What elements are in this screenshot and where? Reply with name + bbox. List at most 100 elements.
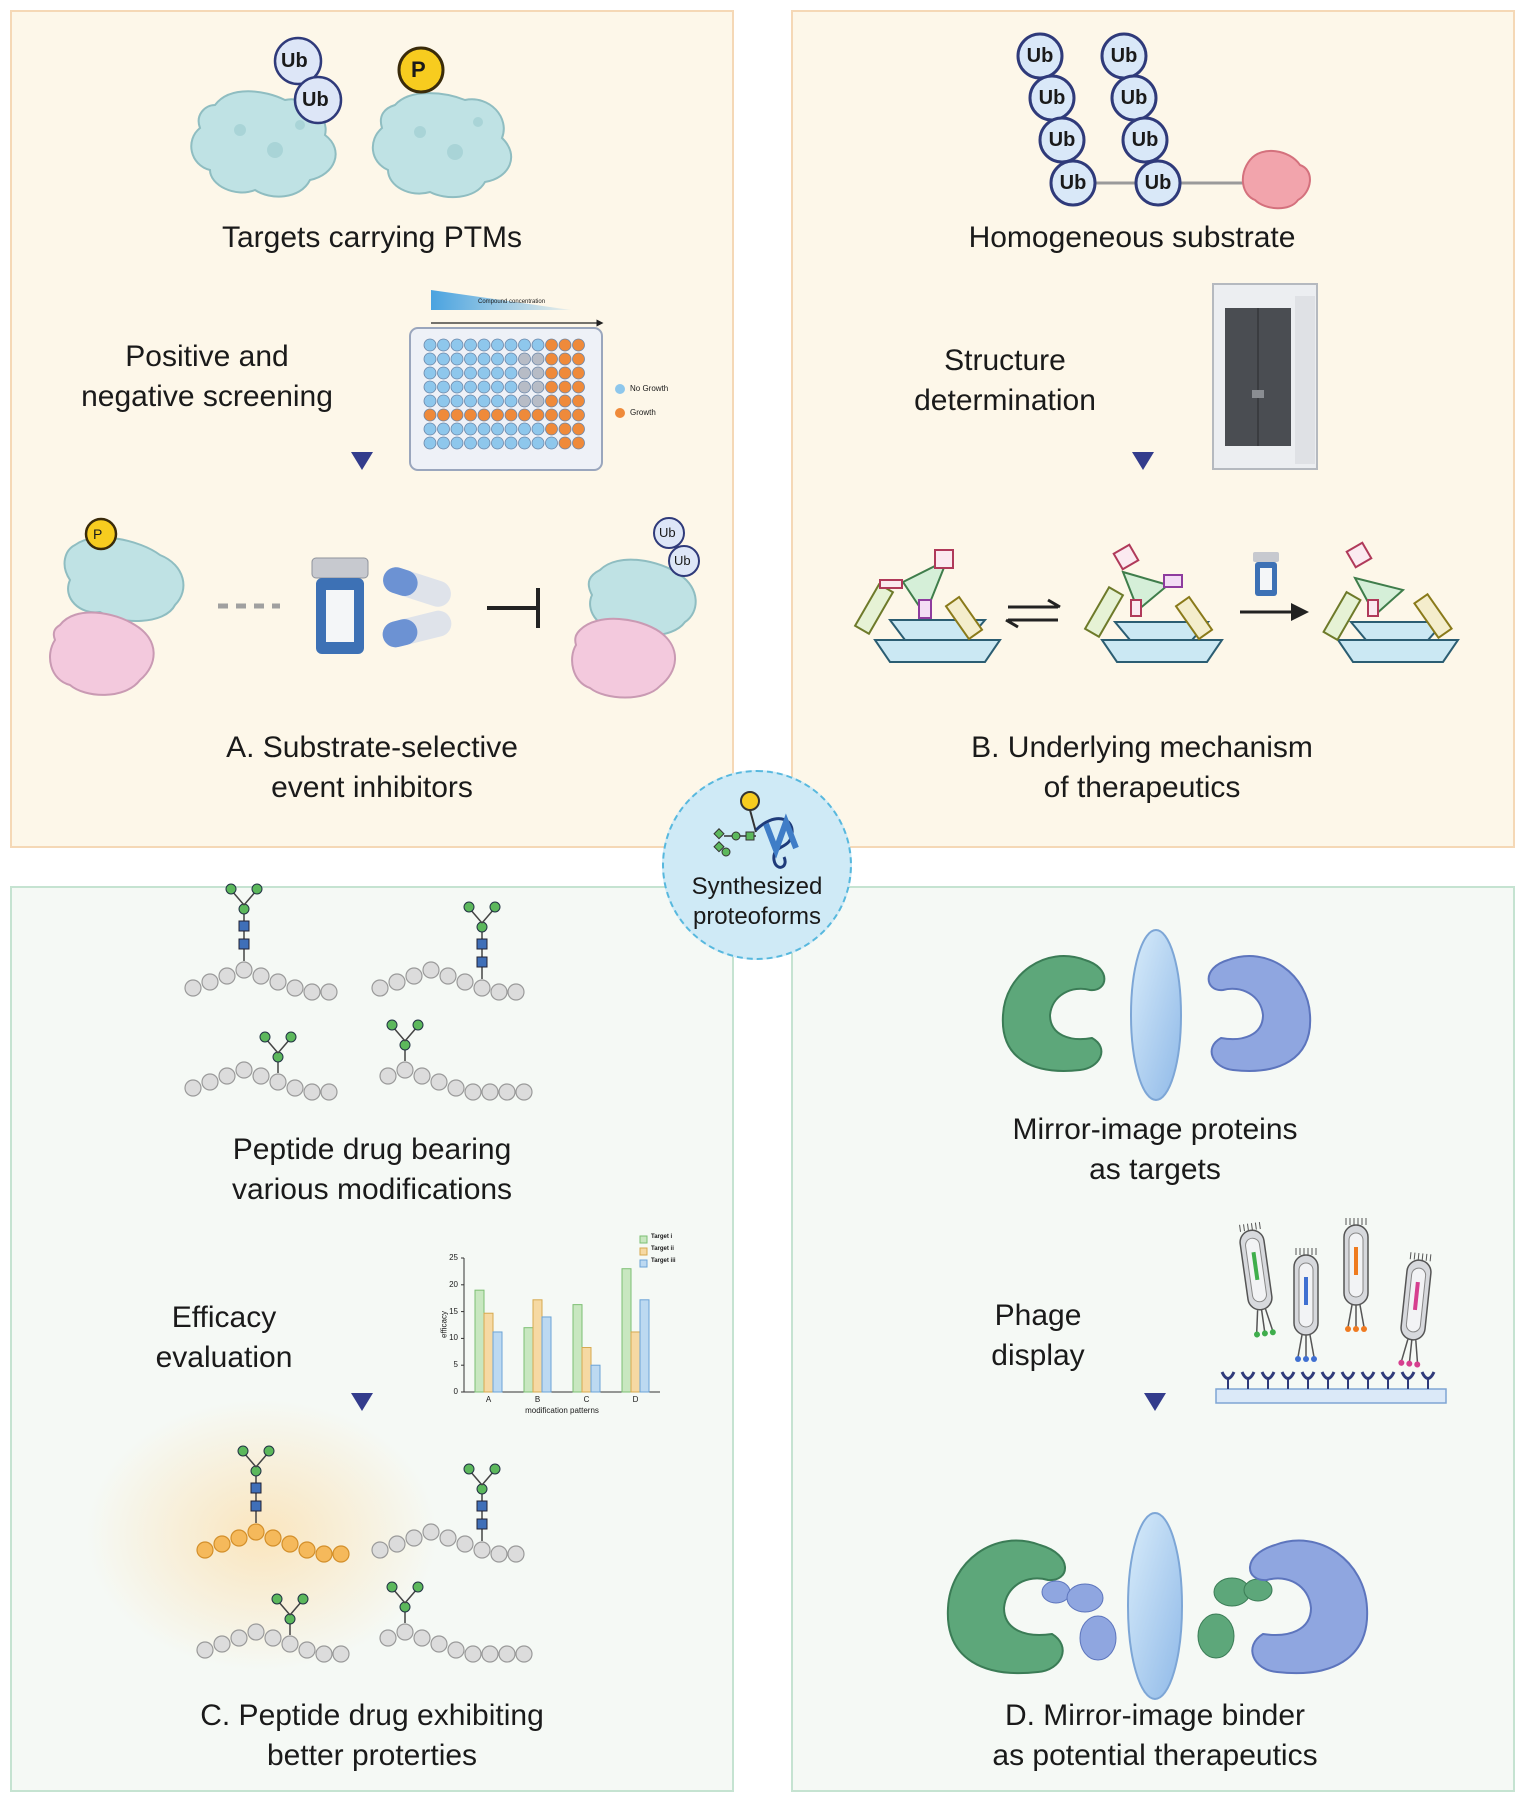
plate-well — [491, 380, 504, 394]
mannose-node — [285, 1031, 297, 1043]
amino-acid — [196, 1541, 214, 1559]
label-structure-line1: Structure — [944, 344, 1066, 377]
mannose-node — [297, 1593, 309, 1605]
mannose-node — [463, 1463, 475, 1475]
phospho-label-small: P — [93, 526, 103, 542]
plate-well — [464, 380, 477, 394]
panel-a-title-line1: A. Substrate-selective — [226, 731, 518, 764]
protein-phosphorylated — [372, 92, 513, 199]
plate-well — [531, 338, 545, 352]
amino-acid — [371, 979, 389, 997]
plate-well — [545, 422, 558, 436]
drug-vial-icon — [1253, 552, 1279, 596]
plate-well — [518, 352, 531, 366]
mannose-node — [386, 1019, 398, 1031]
plate-well — [450, 366, 464, 380]
bar-target-i-c — [572, 1304, 583, 1393]
y-axis-label: efficacy — [439, 1311, 449, 1338]
amino-acid — [464, 1083, 482, 1101]
y-tick-label: 0 — [453, 1387, 458, 1396]
y-tick-label: 20 — [449, 1279, 458, 1289]
plate-well — [491, 338, 504, 352]
plate-well — [423, 338, 437, 352]
plate-well — [423, 422, 437, 436]
plate-well — [437, 380, 450, 394]
amino-acid — [430, 1635, 448, 1653]
amino-acid — [413, 1629, 431, 1647]
amino-acid — [498, 1083, 516, 1101]
amino-acid — [264, 1529, 282, 1547]
amino-acid — [490, 1545, 508, 1563]
label-peptide-line2: various modifications — [231, 1173, 513, 1206]
plate-well — [504, 338, 518, 352]
plate-well — [572, 366, 585, 380]
pill-bottle-icon — [311, 557, 369, 654]
amino-acid — [515, 1083, 533, 1101]
amino-acid — [269, 973, 287, 991]
label-efficacy-line2: evaluation — [155, 1341, 293, 1374]
plate-well — [450, 422, 464, 436]
amino-acid — [332, 1645, 350, 1663]
panel-d-title-line2: as potential therapeutics — [992, 1739, 1318, 1772]
ub-chain-label: Ub — [1131, 129, 1159, 151]
x-tick-label: C — [583, 1395, 590, 1404]
amino-acid — [235, 961, 253, 979]
amino-acid — [379, 1067, 397, 1085]
plate-well — [437, 338, 450, 352]
cryo-em-microscope-icon — [1212, 283, 1318, 470]
plate-well — [558, 394, 572, 408]
glcnac-square — [476, 938, 488, 950]
plate-well — [423, 436, 437, 450]
amino-acid — [298, 1541, 316, 1559]
plate-well — [572, 352, 585, 366]
ub-chain-label: Ub — [1059, 172, 1087, 194]
phage-particle — [1239, 1221, 1276, 1338]
plate-well — [477, 380, 491, 394]
mannose-node — [386, 1581, 398, 1593]
immobilized-target — [1320, 1371, 1336, 1380]
mannose-node — [489, 901, 501, 913]
synthesized-proteoforms-hub: Synthesized proteoforms — [662, 770, 852, 960]
amino-acid — [498, 1645, 516, 1663]
plate-well — [531, 394, 545, 408]
amino-acid — [230, 1629, 248, 1647]
amino-acid — [481, 1645, 499, 1663]
plate-well — [504, 408, 518, 422]
phage-particle — [1343, 1218, 1369, 1332]
ub-label-small: Ub — [659, 525, 676, 540]
amino-acid — [388, 973, 406, 991]
plate-well — [531, 408, 545, 422]
amino-acid — [303, 1083, 321, 1101]
mannose-node — [259, 1031, 271, 1043]
bar-target-i-d — [621, 1268, 632, 1393]
y-tick-label: 15 — [449, 1306, 458, 1316]
amino-acid — [281, 1635, 299, 1653]
glcnac-square — [238, 920, 250, 932]
plate-well — [545, 408, 558, 422]
plate-well — [464, 394, 477, 408]
substrate-protein — [1241, 149, 1311, 210]
amino-acid — [464, 1645, 482, 1663]
plate-well — [572, 408, 585, 422]
plate-well — [531, 422, 545, 436]
mannose-node — [399, 1039, 411, 1051]
plate-well — [491, 408, 504, 422]
mechanism-state-3 — [1322, 541, 1460, 663]
plate-well — [450, 352, 464, 366]
mechanism-state-2 — [1083, 543, 1224, 663]
poly-ub-chain — [1016, 32, 1250, 207]
y-tick-label: 5 — [453, 1360, 458, 1370]
panel-b-title-line1: B. Underlying mechanism — [971, 731, 1313, 764]
legend-dot-no-growth — [615, 384, 625, 394]
plate-well — [558, 422, 572, 436]
amino-acid — [447, 1079, 465, 1097]
equilibrium-arrows — [1005, 598, 1061, 629]
plate-well — [572, 422, 585, 436]
plate-well — [504, 352, 518, 366]
amino-acid — [218, 1067, 236, 1085]
plate-well — [545, 366, 558, 380]
plate-well — [491, 352, 504, 366]
plate-well — [477, 366, 491, 380]
plate-well — [518, 394, 531, 408]
